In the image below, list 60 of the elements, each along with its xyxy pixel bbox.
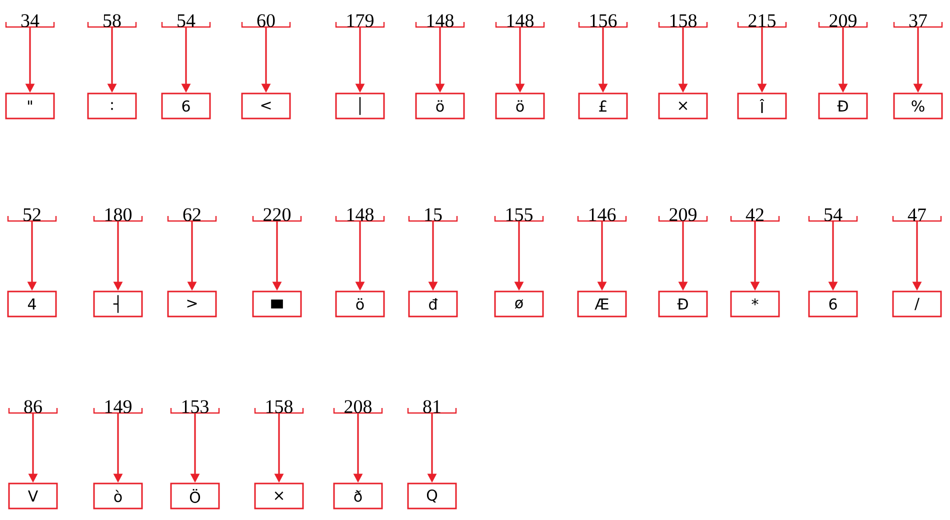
character-box: * [730,290,780,318]
character-box: ð [333,482,383,510]
character-box: Ö [170,482,220,510]
number-label: 86 [24,400,42,413]
number-label: 149 [105,400,132,413]
number-label: 208 [344,400,372,413]
character-box: ø [494,290,544,318]
character-box: ▄ [252,290,302,318]
number-label: 220 [264,208,291,221]
character-box: " [5,92,55,120]
number-label: 158 [670,14,697,27]
character-box: × [254,482,304,510]
number-label: 60 [257,14,275,27]
number-label: 62 [183,208,200,221]
number-label: 148 [427,14,454,27]
character-box: 6 [808,290,858,318]
character-box: Î [737,92,787,120]
number-label: 148 [347,208,374,221]
number-label: 155 [506,208,532,221]
number-label: 54 [178,14,196,27]
character-box: 6 [161,92,211,120]
character-box: Ð [818,92,868,120]
number-label: 81 [423,400,440,413]
number-label: 153 [182,400,208,413]
character-box: ö [495,92,545,120]
number-label: 179 [347,14,374,27]
character-box: ö [335,290,385,318]
character-box: ö [415,92,465,120]
character-box: : [87,92,137,120]
character-box: ┤ [93,290,143,318]
number-label: 58 [104,14,121,27]
number-label: 37 [909,14,927,27]
number-label: 209 [670,208,696,221]
character-box: ò [93,482,143,510]
character-box: đ [408,290,458,318]
number-label: 148 [507,14,534,27]
character-box: │ [335,92,385,120]
character-box: / [892,290,942,318]
number-label: 42 [746,208,764,221]
number-label: 158 [266,400,293,413]
number-label: 215 [748,14,776,27]
number-label: 34 [21,14,40,27]
character-box: < [241,92,291,120]
character-box: Q [407,482,457,510]
character-box: Æ [577,290,627,318]
number-label: 180 [105,208,132,221]
character-box: % [893,92,943,120]
number-label: 47 [908,208,926,221]
number-label: 15 [425,208,442,221]
number-label: 209 [830,14,856,27]
number-label: 146 [589,208,616,221]
character-box: × [658,92,708,120]
character-box: V [8,482,58,510]
number-label: 52 [24,208,40,221]
character-box: 4 [7,290,57,318]
number-label: 156 [590,14,617,27]
character-box: £ [578,92,628,120]
character-box: Ð [658,290,708,318]
character-box: > [167,290,217,318]
number-label: 54 [824,208,842,221]
